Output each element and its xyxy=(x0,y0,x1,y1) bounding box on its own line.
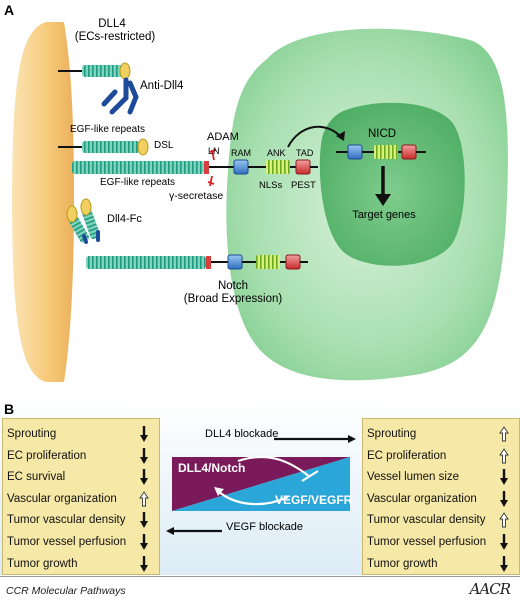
down-arrow-icon xyxy=(500,555,508,572)
up-arrow-icon xyxy=(139,490,149,507)
ram-domain xyxy=(233,159,249,175)
dsl-label: DSL xyxy=(154,140,174,151)
left-item-label: Tumor vascular density xyxy=(7,514,126,527)
right-item-label: Vessel lumen size xyxy=(367,471,460,484)
down-arrow-icon xyxy=(140,447,148,464)
nicd-ram xyxy=(347,144,363,160)
vegf-vegfr-label: VEGF/VEGFR xyxy=(275,493,353,507)
left-item: Sprouting xyxy=(7,423,155,445)
left-item: EC proliferation xyxy=(7,445,155,467)
right-item: Tumor growth xyxy=(367,553,515,575)
ank-domain xyxy=(266,160,290,174)
egf-repeats-top-label: EGF-like repeats xyxy=(70,124,146,135)
left-item: Tumor vascular density xyxy=(7,509,155,531)
dll4-dsl xyxy=(119,62,131,80)
nicd-ank xyxy=(374,145,398,159)
right-item: Tumor vascular density xyxy=(367,509,515,531)
dll4-fc-arm-2 xyxy=(82,209,101,240)
left-item-label: EC survival xyxy=(7,471,66,484)
right-item-label: Sprouting xyxy=(367,428,417,440)
ram-label: RAM xyxy=(231,148,251,158)
down-arrow-icon xyxy=(140,512,148,529)
nicd-label: NICD xyxy=(368,128,397,140)
adam-label: ADAM xyxy=(207,131,239,143)
egf-repeats-bottom-label: EGF-like repeats xyxy=(100,177,176,188)
nicd-tad xyxy=(401,144,417,160)
ec-cell xyxy=(12,22,74,382)
dll4-subtitle: (ECs-restricted) xyxy=(74,31,156,43)
pest-label: PEST xyxy=(291,180,316,191)
notch-subtitle: (Broad Expression) xyxy=(183,293,283,305)
ln-label: LN xyxy=(208,146,220,156)
gamma-secretase-label: γ-secretase xyxy=(169,190,224,202)
down-arrow-icon xyxy=(140,534,148,550)
footer: CCR Molecular Pathways AACR xyxy=(0,576,520,604)
left-item-label: Sprouting xyxy=(7,428,57,440)
up-arrow-icon xyxy=(499,447,509,464)
up-arrow-icon xyxy=(499,426,509,442)
translocation-arrow xyxy=(287,125,343,148)
ank-label: ANK xyxy=(267,148,286,158)
left-item: Vascular organization xyxy=(7,488,155,510)
panel-b-arrows xyxy=(166,435,356,535)
right-item-label: Tumor vessel perfusion xyxy=(367,536,487,548)
left-item-label: Vascular organization xyxy=(7,492,117,505)
panel-b-label: B xyxy=(4,401,15,417)
dll4-fc-label: Dll4-Fc xyxy=(107,213,142,225)
up-arrow-icon xyxy=(499,512,509,528)
dll4-blockade-label: DLL4 blockade xyxy=(205,428,279,440)
tad-domain xyxy=(295,159,311,175)
right-item-label: Vascular organization xyxy=(367,492,477,505)
nucleus xyxy=(319,102,465,266)
panel-a-diagram xyxy=(12,22,508,382)
tad-label: TAD xyxy=(296,148,314,158)
panel-a-label: A xyxy=(4,2,15,18)
notch-label: Notch xyxy=(217,280,249,292)
right-item-label: Tumor growth xyxy=(367,557,438,570)
left-item: Tumor growth xyxy=(7,553,155,575)
vegf-blockade-label: VEGF blockade xyxy=(226,521,304,533)
down-arrow-icon xyxy=(500,490,508,507)
right-item-label: Tumor vascular density xyxy=(367,514,486,527)
left-item: Tumor vessel perfusion xyxy=(7,531,155,553)
left-item: EC survival xyxy=(7,466,155,488)
journal-name: CCR Molecular Pathways xyxy=(6,585,126,597)
notch-repeats xyxy=(72,161,204,174)
right-item-label: EC proliferation xyxy=(367,449,447,462)
down-arrow-icon xyxy=(140,469,148,486)
dll4-notch-label: DLL4/Notch xyxy=(178,461,246,475)
right-item: Sprouting xyxy=(367,423,515,445)
left-item-label: Tumor vessel perfusion xyxy=(7,536,127,548)
anti-dll4-antibody xyxy=(101,77,139,115)
down-arrow-icon xyxy=(140,555,148,572)
down-arrow-icon xyxy=(140,426,148,442)
down-arrow-icon xyxy=(500,469,508,486)
dll4-label: DLL4 xyxy=(98,18,126,30)
aacr-logo: AACR xyxy=(469,580,511,598)
right-item: Vascular organization xyxy=(367,488,515,510)
dll4-repeats xyxy=(82,65,122,77)
down-arrow-icon xyxy=(500,534,508,550)
ligand-dsl xyxy=(137,138,149,156)
anti-dll4-label: Anti-Dll4 xyxy=(140,80,184,92)
right-item: Tumor vessel perfusion xyxy=(367,531,515,553)
right-item: Vessel lumen size xyxy=(367,466,515,488)
left-item-label: EC proliferation xyxy=(7,449,87,462)
ligand-repeats xyxy=(82,141,140,153)
right-item: EC proliferation xyxy=(367,445,515,467)
left-item-label: Tumor growth xyxy=(7,557,78,570)
notch2-repeats xyxy=(86,256,206,269)
target-genes-label: Target genes xyxy=(352,209,416,221)
nlss-label: NLSs xyxy=(259,180,283,191)
